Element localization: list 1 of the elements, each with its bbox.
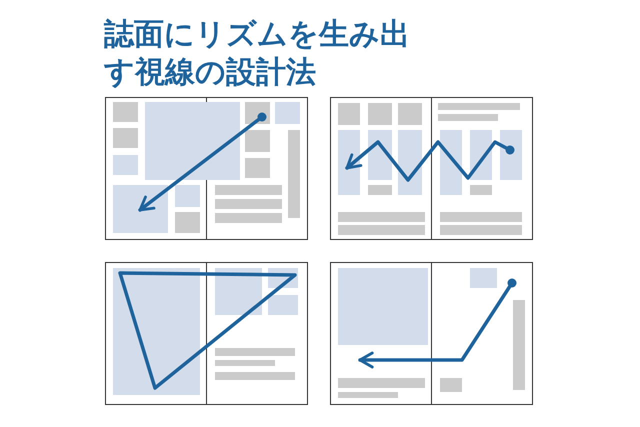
title: 誌面にリズムを生み出す視線の設計法 [104, 16, 411, 92]
